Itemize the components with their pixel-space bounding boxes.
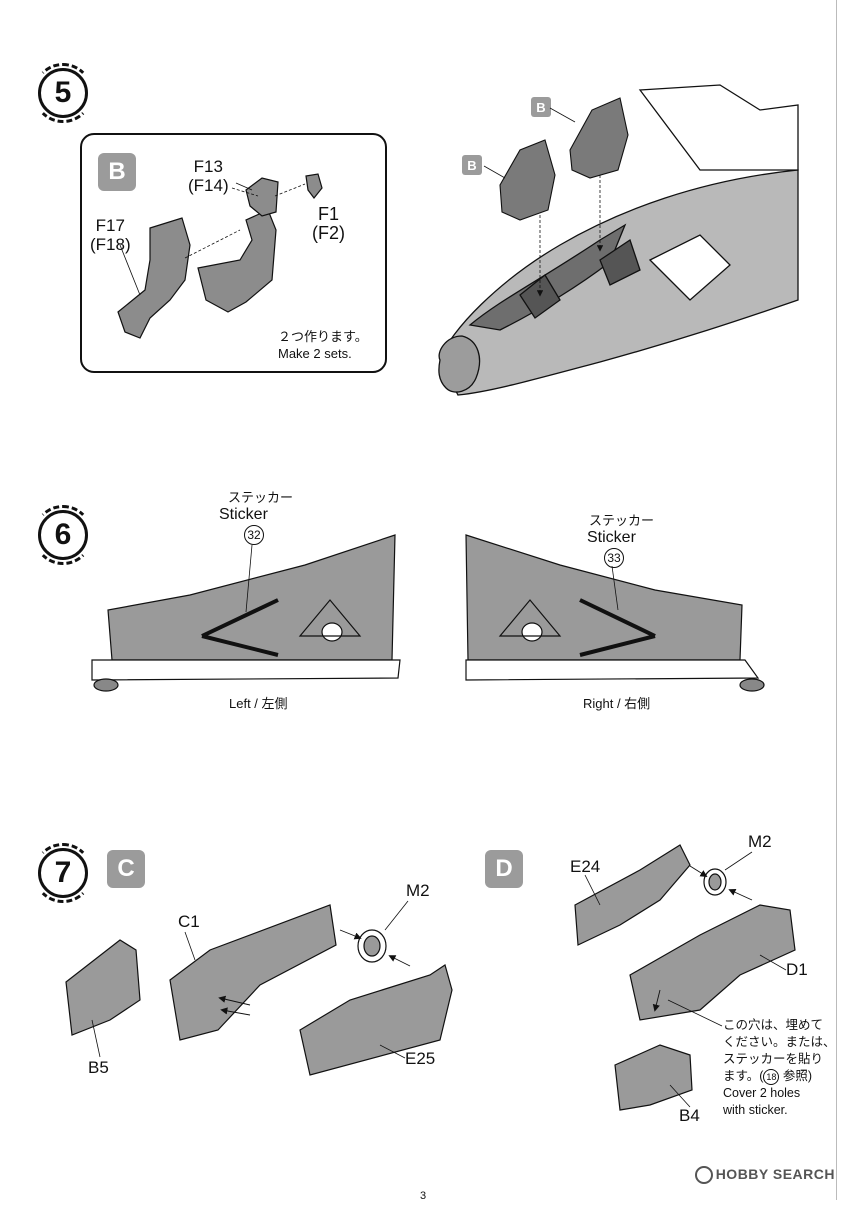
assembly-guide-lines bbox=[184, 183, 306, 259]
seat-drop-in-arrows bbox=[536, 170, 604, 297]
subassembly-badge-d: D bbox=[485, 850, 523, 888]
seat-badge-b-rear: B bbox=[531, 97, 551, 117]
caption-left-side: Left / 左側 bbox=[229, 696, 288, 711]
part-label-m2-right: M2 bbox=[748, 832, 772, 851]
sticker-label-right: Sticker bbox=[587, 529, 636, 546]
intake-assembly-c bbox=[65, 904, 453, 1076]
sticker-number-33: 33 bbox=[604, 548, 624, 568]
part-label-b4: B4 bbox=[679, 1106, 700, 1125]
subassembly-badge-b: B bbox=[98, 153, 136, 191]
step-number-7: 7 bbox=[33, 843, 93, 903]
cover-holes-note: この穴は、埋めて ください。または、 ステッカーを貼り ます。(18 参照) C… bbox=[723, 1018, 836, 1117]
part-label-e24: E24 bbox=[570, 857, 601, 876]
part-label-f13: F13(F14) bbox=[188, 157, 229, 195]
fuselage-right-side bbox=[465, 534, 765, 692]
sticker-label-left: Sticker bbox=[219, 506, 268, 523]
watermark: HOBBY SEARCH bbox=[694, 1166, 835, 1184]
sticker-label-jp-right: ステッカー bbox=[589, 513, 655, 528]
fuselage-left-side bbox=[91, 534, 401, 692]
aircraft-nose-section bbox=[438, 84, 799, 396]
loose-seat-parts bbox=[499, 97, 629, 221]
seat-assembly-panel bbox=[80, 133, 387, 373]
make-two-sets-note: ２つ作ります。Make 2 sets. bbox=[278, 329, 368, 361]
part-label-d1: D1 bbox=[786, 960, 808, 979]
intake-assembly-d bbox=[574, 844, 796, 1111]
page-edge-line bbox=[836, 0, 837, 1200]
subassembly-badge-c: C bbox=[107, 850, 145, 888]
ejection-seat-parts bbox=[117, 173, 323, 339]
part-label-f1: F1(F2) bbox=[312, 204, 345, 243]
sticker-label-jp-left: ステッカー bbox=[228, 490, 294, 505]
caption-right-side: Right / 右側 bbox=[583, 696, 651, 711]
part-label-b5: B5 bbox=[88, 1058, 109, 1077]
step-number-6: 6 bbox=[33, 505, 93, 565]
seat-badge-b-front: B bbox=[462, 155, 482, 175]
assembly-arrows-c bbox=[218, 929, 411, 1016]
page-number: 3 bbox=[420, 1190, 427, 1202]
part-label-m2-left: M2 bbox=[406, 881, 430, 900]
sticker-number-32: 32 bbox=[244, 525, 264, 545]
part-label-f17: F17(F18) bbox=[90, 216, 131, 254]
part-label-e25: E25 bbox=[405, 1049, 436, 1068]
step-number-5: 5 bbox=[33, 63, 93, 123]
part-label-c1: C1 bbox=[178, 912, 200, 931]
assembly-arrows-d bbox=[652, 865, 753, 1012]
